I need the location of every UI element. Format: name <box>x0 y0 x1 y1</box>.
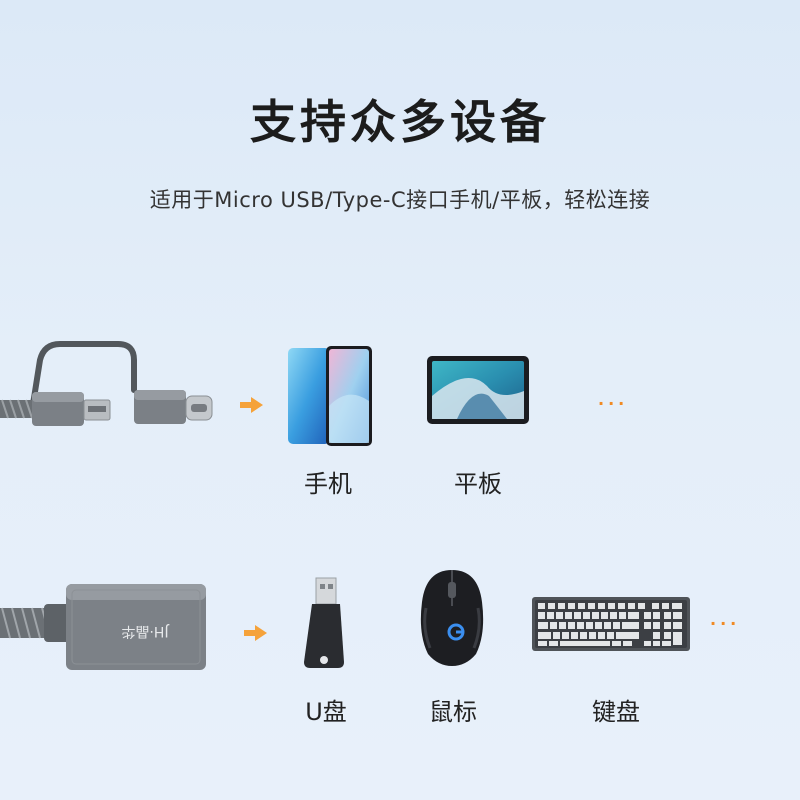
keyboard-label: 键盘 <box>592 698 640 726</box>
row2-more-indicator: ··· <box>710 614 741 633</box>
usb-drive-label: U盘 <box>305 698 347 726</box>
keyboard-icon <box>532 597 690 651</box>
phone-icon <box>288 346 372 446</box>
row1-more-indicator: ··· <box>598 394 629 413</box>
arrow-icon <box>240 397 263 413</box>
arrow-icon <box>244 625 267 641</box>
tablet-icon <box>427 356 529 424</box>
usb-drive-icon <box>304 577 344 668</box>
mouse-icon <box>420 570 484 666</box>
dual-connector-cable-icon <box>0 341 213 426</box>
phone-label: 手机 <box>304 470 352 498</box>
otg-adapter-icon <box>0 584 206 670</box>
page-title: 支持众多设备 <box>250 95 550 149</box>
page-subtitle: 适用于Micro USB/Type-C接口手机/平板，轻松连接 <box>149 188 651 212</box>
adapter-brand-text: JH·晶华 <box>121 623 169 639</box>
mouse-label: 鼠标 <box>429 698 477 726</box>
tablet-label: 平板 <box>454 470 502 498</box>
